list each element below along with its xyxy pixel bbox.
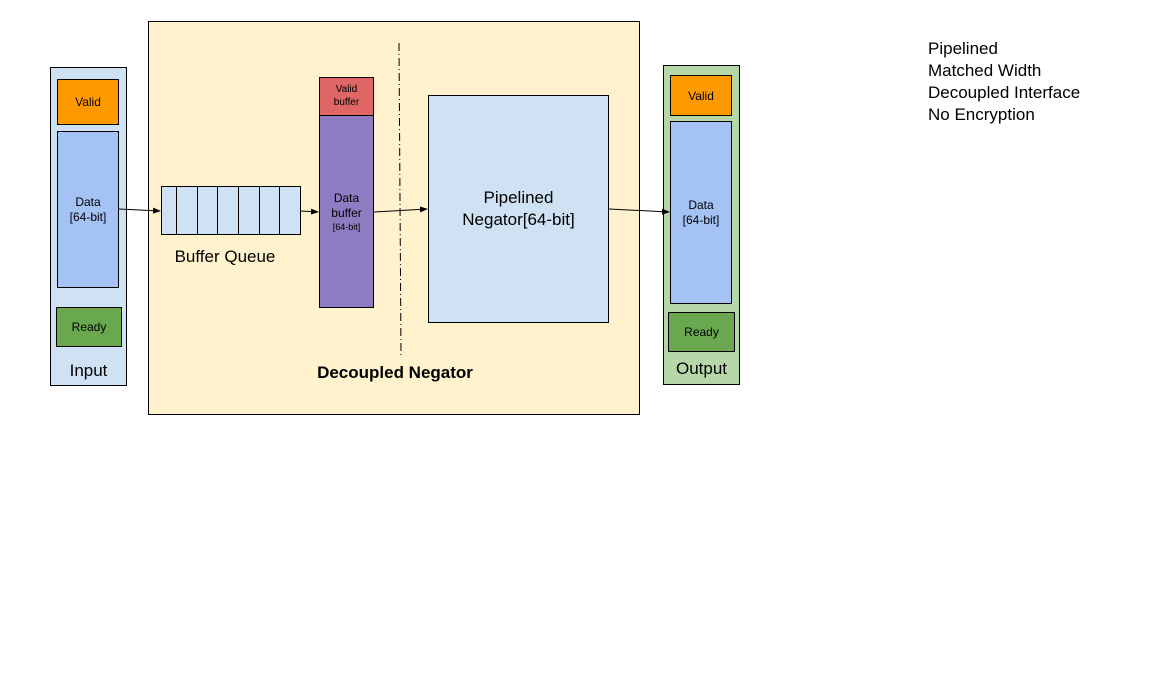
negator-to-output-arrow — [608, 208, 670, 215]
buffer-queue-label: Buffer Queue — [174, 247, 276, 266]
queue-slot — [217, 187, 238, 234]
input-ready-label: Ready — [71, 320, 107, 334]
data-buffer: Data buffer [64-bit] — [319, 115, 374, 308]
output-valid-label: Valid — [688, 88, 714, 103]
queue-slot — [258, 187, 280, 234]
output-ready-label: Ready — [684, 325, 719, 339]
pipeline-boundary-line — [398, 42, 402, 357]
decoupled-negator-label: Decoupled Negator — [317, 363, 473, 382]
output-valid-signal: Valid — [670, 75, 732, 116]
feature-list: Pipelined Matched Width Decoupled Interf… — [928, 38, 1158, 126]
buffer-queue — [161, 186, 301, 235]
feature-item: Decoupled Interface — [928, 83, 1081, 102]
queue-slot — [176, 187, 197, 234]
input-valid-label: Valid — [75, 95, 101, 109]
input-data-signal: Data [64-bit] — [57, 131, 119, 288]
input-ready-signal: Ready — [56, 307, 122, 347]
valid-buffer: Valid buffer — [319, 77, 374, 116]
queue-slot — [196, 187, 218, 234]
queue-to-buffer-arrow — [300, 208, 319, 215]
output-ready-signal: Ready — [668, 312, 735, 352]
output-label: Output — [675, 359, 728, 378]
pipelined-negator: Pipelined Negator[64-bit] — [428, 95, 609, 323]
input-label: Input — [69, 361, 108, 380]
queue-slot — [279, 187, 300, 234]
queue-slot — [238, 187, 259, 234]
feature-item: Matched Width — [928, 61, 1042, 80]
output-data-signal: Data [64-bit] — [670, 121, 732, 304]
feature-item: Pipelined — [928, 39, 998, 58]
data-buffer-label: Data buffer — [331, 190, 362, 221]
input-to-queue-arrow — [118, 207, 161, 214]
feature-item: No Encryption — [928, 105, 1035, 124]
data-buffer-width: [64-bit] — [332, 221, 361, 232]
input-valid-signal: Valid — [57, 79, 119, 125]
